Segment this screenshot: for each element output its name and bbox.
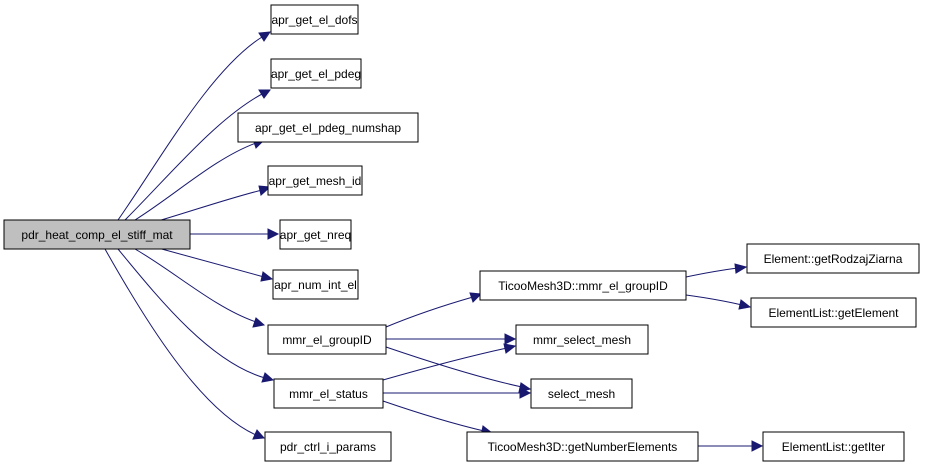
node-label: mmr_el_groupID: [282, 333, 372, 347]
node-label: apr_get_el_pdeg: [271, 67, 361, 81]
edge-root-to-mmr-el-status: [117, 248, 275, 383]
edge-mmr-el-status-to-select-mesh: [383, 387, 532, 399]
node-mmr-el-status[interactable]: mmr_el_status: [273, 378, 384, 409]
edge-ticoomesh3d-to-elementlist-getelement: [685, 294, 752, 310]
node-label: apr_num_int_el: [274, 278, 357, 292]
edge-root-to-pdr-ctrl-i-params: [104, 248, 266, 440]
edge-mmr-el-status-to-mmr-select-mesh: [382, 343, 517, 381]
edge-mmr-el-groupid-to-select-mesh: [385, 346, 532, 393]
node-label: apr_get_mesh_id: [269, 174, 362, 188]
edge-getnumberelements-to-elementlist-getiter: [698, 440, 764, 452]
node-pdr-heat-comp-el-stiff-mat[interactable]: pdr_heat_comp_el_stiff_mat: [3, 219, 191, 250]
node-apr-get-el-pdeg-numshap[interactable]: apr_get_el_pdeg_numshap: [237, 112, 419, 143]
node-apr-get-el-pdeg[interactable]: apr_get_el_pdeg: [270, 58, 362, 89]
node-elementlist-getiter[interactable]: ElementList::getIter: [762, 431, 905, 462]
node-apr-num-int-el[interactable]: apr_num_int_el: [272, 269, 359, 300]
node-label: TicooMesh3D::getNumberElements: [488, 440, 678, 454]
node-label: Element::getRodzajZiarna: [764, 252, 903, 266]
node-apr-get-nreq[interactable]: apr_get_nreq: [279, 219, 352, 250]
node-mmr-el-groupid[interactable]: mmr_el_groupID: [267, 324, 387, 355]
node-elementlist-getelement[interactable]: ElementList::getElement: [750, 297, 917, 328]
edge-root-to-apr-get-el-pdeg: [124, 89, 271, 221]
edge-root-to-apr-num-int-el: [157, 247, 274, 282]
edge-mmr-el-groupid-to-ticoomesh3d-mmr-el-groupid: [385, 292, 483, 328]
node-ticoomesh3d-mmr-el-groupid[interactable]: TicooMesh3D::mmr_el_groupID: [479, 270, 687, 301]
node-pdr-ctrl-i-params[interactable]: pdr_ctrl_i_params: [264, 431, 392, 462]
node-label: mmr_el_status: [289, 387, 368, 401]
edge-root-to-apr-get-nreq: [190, 228, 280, 240]
node-apr-get-el-dofs[interactable]: apr_get_el_dofs: [270, 4, 359, 35]
edge-root-to-mmr-el-groupid: [134, 248, 266, 328]
node-ticoomesh3d-getnumberelements[interactable]: TicooMesh3D::getNumberElements: [466, 431, 699, 462]
edge-mmr-el-groupid-to-mmr-select-mesh: [386, 333, 517, 345]
node-mmr-select-mesh[interactable]: mmr_select_mesh: [515, 324, 649, 355]
node-label: ElementList::getIter: [782, 440, 885, 454]
node-label: apr_get_el_dofs: [271, 13, 357, 27]
node-label: mmr_select_mesh: [533, 333, 631, 347]
edge-ticoomesh3d-to-element-getrodzajziarna: [685, 263, 748, 278]
node-element-getrodzajziarna[interactable]: Element::getRodzajZiarna: [746, 243, 920, 274]
node-label: apr_get_nreq: [280, 228, 351, 242]
node-label: TicooMesh3D::mmr_el_groupID: [498, 279, 668, 293]
edge-root-to-apr-get-mesh-id: [157, 185, 272, 222]
node-apr-get-mesh-id[interactable]: apr_get_mesh_id: [267, 165, 363, 196]
node-label: apr_get_el_pdeg_numshap: [255, 121, 401, 135]
node-label: ElementList::getElement: [768, 306, 899, 320]
edge-mmr-el-status-to-ticoomesh3d-getnumberelements: [382, 400, 494, 437]
node-label: pdr_ctrl_i_params: [280, 440, 376, 454]
edge-root-to-apr-get-el-dofs: [117, 31, 271, 221]
node-label: select_mesh: [548, 387, 615, 401]
node-select-mesh[interactable]: select_mesh: [530, 378, 633, 409]
node-label: pdr_heat_comp_el_stiff_mat: [21, 228, 173, 242]
